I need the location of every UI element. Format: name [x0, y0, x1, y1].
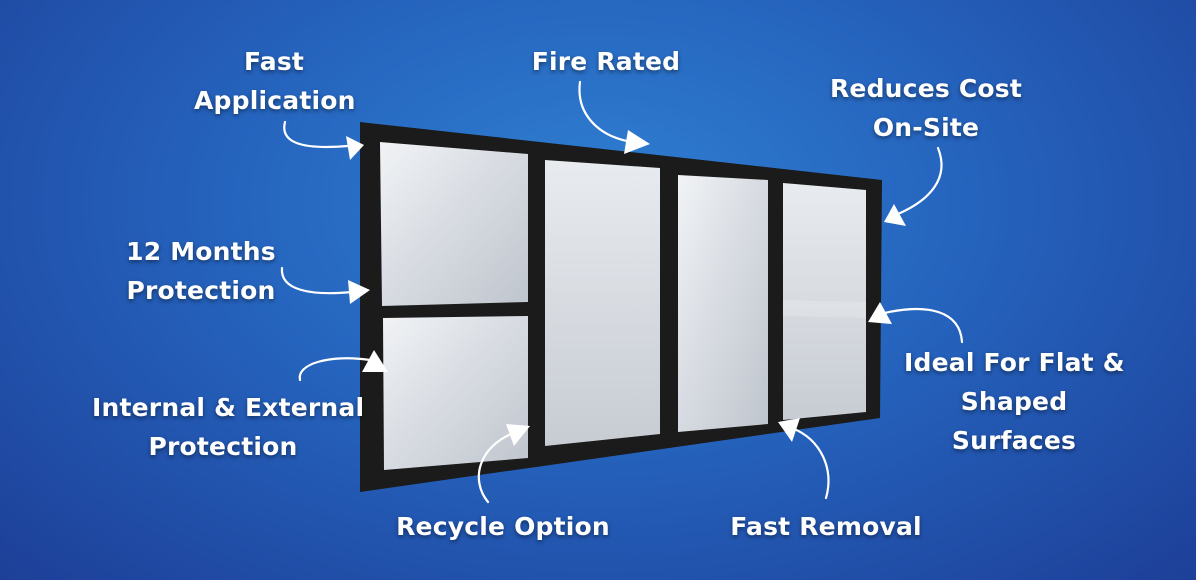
- label-ideal-for-line3: Surfaces: [951, 426, 1077, 455]
- label-fast-removal: Fast Removal: [728, 507, 924, 546]
- label-ideal-for-flat-shaped: Ideal For Flat & Shaped Surfaces: [904, 343, 1125, 460]
- label-reduces-cost-line2: On-Site: [872, 113, 980, 142]
- label-internal-external-protection: Internal & External Protection: [92, 388, 365, 466]
- label-fast-application-line2: Application: [194, 86, 356, 115]
- label-internal-external-line2: Protection: [148, 432, 298, 461]
- label-reduces-cost: Reduces Cost On-Site: [826, 69, 1026, 147]
- glass-pane-bottom-left: [383, 316, 528, 470]
- glass-reflection: [783, 300, 866, 318]
- glass-pane-right: [783, 183, 866, 420]
- label-12-months-line2: Protection: [126, 276, 276, 305]
- label-internal-external-line1: Internal & External: [92, 393, 365, 422]
- glass-pane-center-left: [545, 160, 660, 446]
- label-fire-rated-line1: Fire Rated: [531, 47, 681, 76]
- label-fast-removal-line1: Fast Removal: [730, 512, 922, 541]
- label-ideal-for-line1: Ideal For Flat &: [904, 348, 1125, 377]
- label-fast-application: Fast Application: [194, 42, 356, 120]
- label-12-months-protection: 12 Months Protection: [118, 232, 284, 310]
- label-fast-application-line1: Fast: [243, 47, 305, 76]
- label-12-months-line1: 12 Months: [126, 237, 276, 266]
- label-fire-rated: Fire Rated: [522, 42, 690, 81]
- label-reduces-cost-line1: Reduces Cost: [829, 74, 1022, 103]
- label-ideal-for-line2: Shaped: [960, 387, 1068, 416]
- glass-pane-center-right: [678, 175, 768, 432]
- glass-pane-top-left: [380, 142, 528, 306]
- label-recycle-option-line1: Recycle Option: [396, 512, 610, 541]
- label-recycle-option: Recycle Option: [390, 507, 616, 546]
